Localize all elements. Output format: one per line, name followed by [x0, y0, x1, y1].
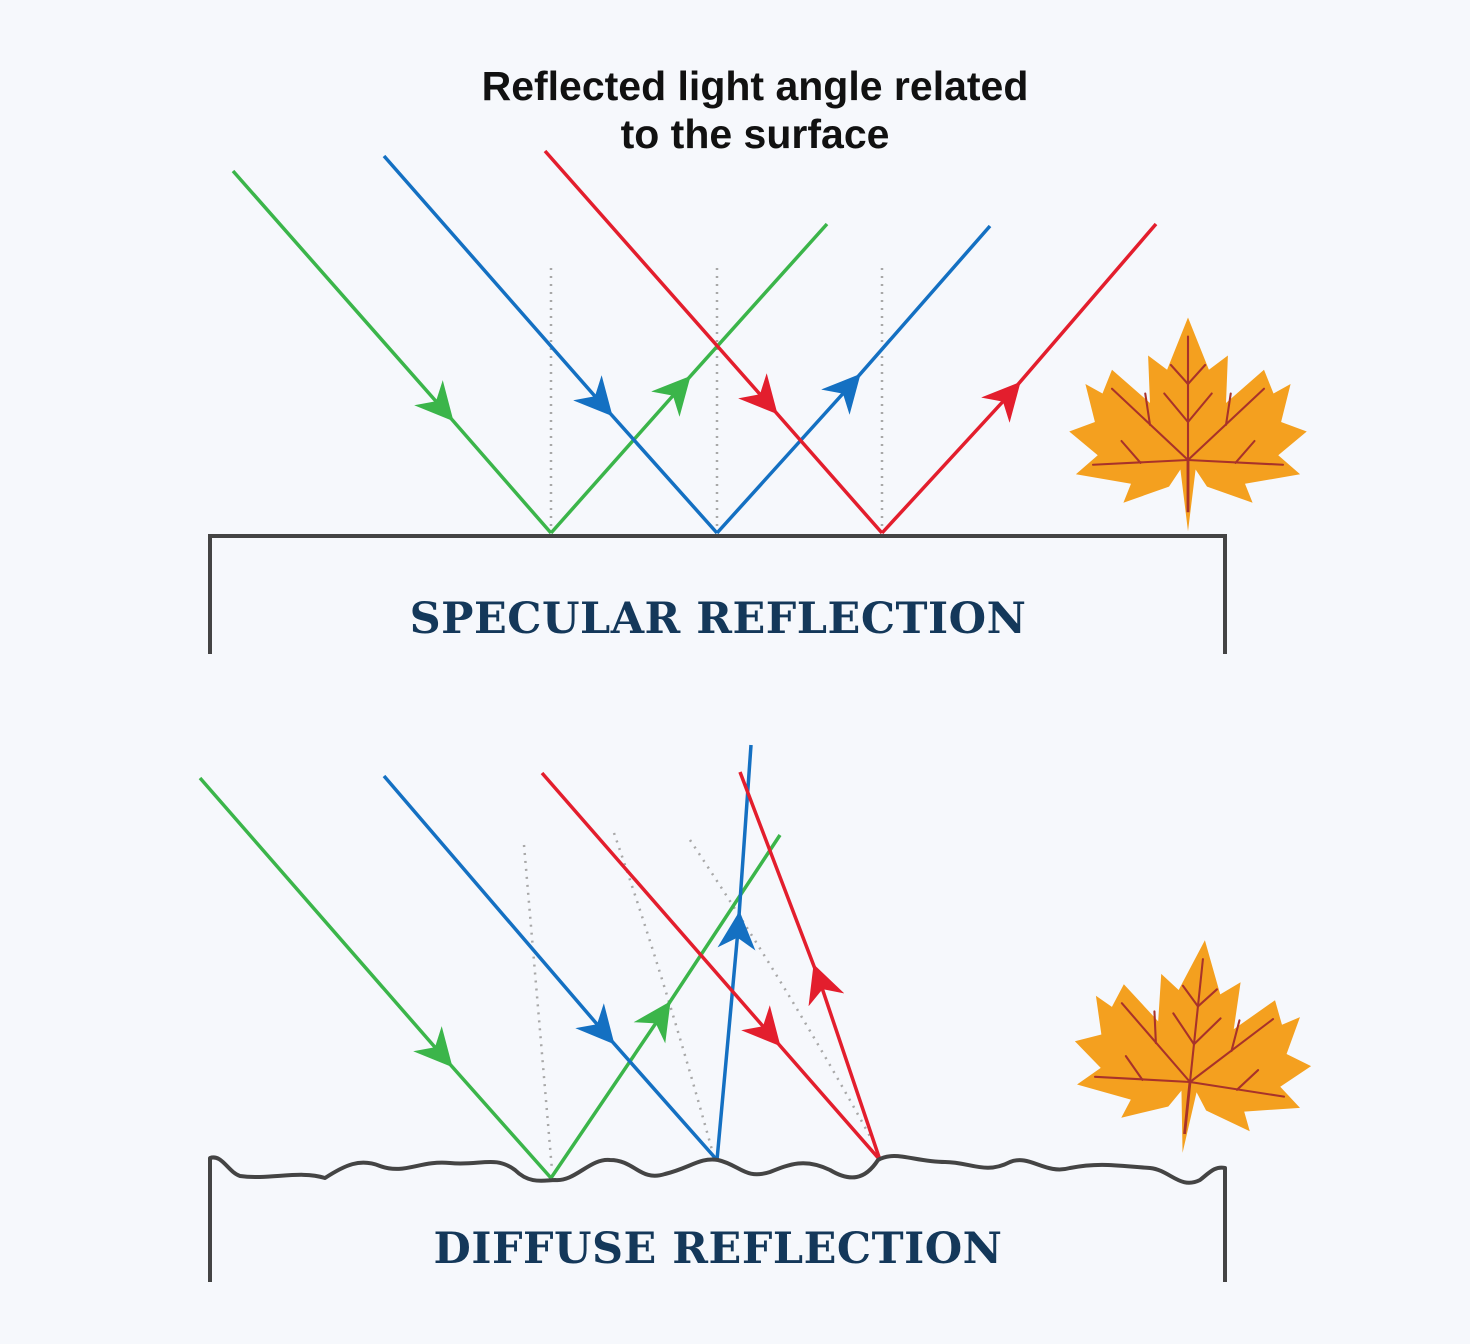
diffuse-reflection-label: DIFFUSE REFLECTION: [433, 1224, 1003, 1274]
diffuse-blue-incident-ray: [382, 774, 719, 1162]
maple-leaf-icon: [1067, 316, 1309, 533]
specular-blue-incident-ray: [382, 154, 719, 535]
specular-red-reflected-ray: [880, 222, 1158, 535]
specular-blue-reflected-ray: [715, 224, 992, 535]
diffuse-red-reflected-ray: [738, 771, 882, 1161]
specular-normals: [549, 268, 884, 530]
specular-green-reflected-ray: [549, 222, 829, 535]
specular-surface: [208, 534, 1227, 654]
title-line-2: to the surface: [620, 111, 890, 157]
maple-leaf-icon: [1063, 926, 1325, 1167]
normal-line: [612, 832, 714, 1151]
diffuse-red-incident-ray: [540, 771, 882, 1162]
diffuse-rays: [198, 744, 882, 1180]
specular-red-incident-ray: [543, 149, 884, 535]
title-line-1: Reflected light angle related: [481, 63, 1029, 109]
specular-rays: [231, 149, 1158, 535]
specular-green-incident-ray: [231, 169, 553, 535]
specular-reflection-label: SPECULAR REFLECTION: [409, 594, 1027, 644]
normal-line: [522, 844, 554, 1171]
diffuse-green-incident-ray: [198, 776, 553, 1180]
diffuse-blue-reflected-ray: [715, 744, 756, 1161]
normal-line: [688, 839, 874, 1141]
diffuse-surface: [208, 1154, 1227, 1282]
